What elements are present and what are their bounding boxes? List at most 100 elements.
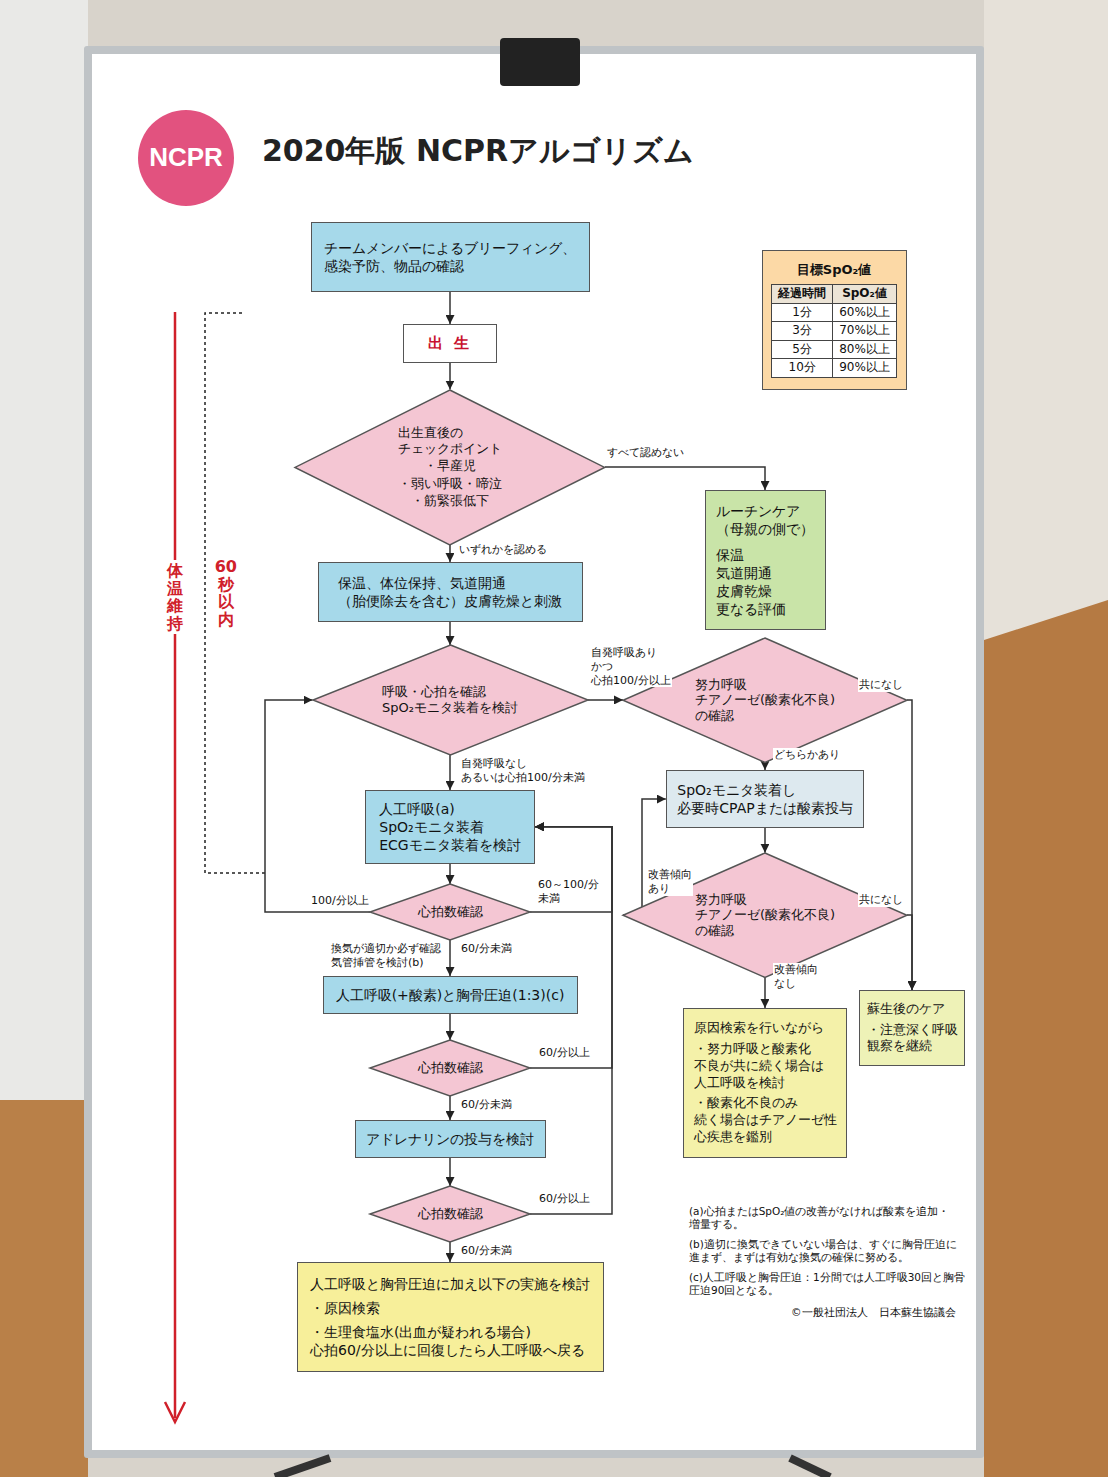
diamond-shape bbox=[623, 853, 907, 977]
table-cell: 80%以上 bbox=[833, 341, 896, 359]
decision-diamond: 出生直後の チェックポイント・早産児・弱い呼吸・啼泣・筋緊張低下 bbox=[295, 390, 605, 545]
floor bbox=[984, 600, 1108, 1477]
table-cell: 60%以上 bbox=[833, 304, 896, 322]
node-content: 人工呼吸(a) SpO₂モニタ装着 ECGモニタ装着を検討 bbox=[379, 800, 520, 855]
table-cell: 1分 bbox=[772, 304, 832, 322]
node-text: ルーチンケア （母親の側で） bbox=[716, 502, 814, 538]
connector bbox=[588, 699, 624, 701]
note-box: 人工呼吸と胸骨圧迫に加え以下の実施を検討・原因検索・生理食塩水(出血が疑われる場… bbox=[297, 1262, 604, 1372]
decision-diamond: 心拍数確認 bbox=[370, 884, 530, 940]
circle-shape bbox=[138, 110, 234, 206]
process-box: チームメンバーによるブリーフィング、 感染予防、物品の確認 bbox=[311, 222, 590, 292]
node-text: 原因検索を行いながら bbox=[694, 1020, 824, 1037]
edge-label: どちらかあり bbox=[773, 748, 841, 762]
node-content: チームメンバーによるブリーフィング、 感染予防、物品の確認 bbox=[324, 239, 576, 275]
edge-label: 共になし bbox=[858, 893, 904, 907]
time-arrow bbox=[174, 312, 177, 1418]
table-cell: 90%以上 bbox=[833, 359, 896, 377]
edge-label: 60/分未満 bbox=[460, 942, 513, 956]
connector bbox=[265, 700, 370, 912]
decision-diamond: 呼吸・心拍を確認 SpO₂モニタ装着を検討 bbox=[313, 645, 588, 755]
vertical-label: 体温維持 bbox=[166, 560, 184, 634]
board bbox=[92, 54, 976, 1450]
time-bracket bbox=[205, 313, 265, 873]
edge-label: いずれかを認める bbox=[458, 543, 548, 557]
connector bbox=[449, 1014, 451, 1040]
process-box: SpO₂モニタ装着し 必要時CPAPまたは酸素投与 bbox=[666, 770, 864, 828]
node-text: 保温、体位保持、気道開通 （胎便除去を含む）皮膚乾燥と刺激 bbox=[338, 574, 562, 610]
decision-diamond: 心拍数確認 bbox=[370, 1186, 530, 1242]
connector bbox=[449, 363, 451, 390]
table-cell: 経過時間 bbox=[772, 285, 832, 303]
edge-label: 共になし bbox=[858, 678, 904, 692]
node-text: ・早産児 bbox=[424, 458, 476, 474]
edge-label: 自発呼吸あり かつ 心拍100/分以上 bbox=[590, 646, 672, 687]
footnote: (b)適切に換気できていない場合は、すぐに胸骨圧迫に 進まず、まずは有効な換気の… bbox=[688, 1238, 958, 1264]
node-content: 心拍数確認 bbox=[418, 1060, 483, 1076]
node-content: 努力呼吸 チアノーゼ(酸素化不良) の確認 bbox=[695, 677, 835, 724]
care-box: 蘇生後のケア・注意深く呼吸 観察を継続 bbox=[859, 990, 965, 1066]
node-text: 人工呼吸と胸骨圧迫に加え以下の実施を検討 bbox=[310, 1275, 590, 1293]
table-cell: 3分 bbox=[772, 322, 832, 340]
node-text: 心拍数確認 bbox=[418, 1060, 483, 1076]
connector bbox=[449, 1242, 451, 1262]
node-text: チームメンバーによるブリーフィング、 感染予防、物品の確認 bbox=[324, 239, 576, 275]
node-content: アドレナリンの投与を検討 bbox=[366, 1130, 534, 1148]
diamond-shape bbox=[370, 1186, 530, 1242]
node-text: ・注意深く呼吸 観察を継続 bbox=[867, 1022, 958, 1056]
edge-label: 自発呼吸なし あるいは心拍100/分未満 bbox=[460, 757, 586, 785]
node-content: 呼吸・心拍を確認 SpO₂モニタ装着を検討 bbox=[382, 684, 518, 715]
node-text: 人工呼吸(a) SpO₂モニタ装着 ECGモニタ装着を検討 bbox=[379, 800, 520, 855]
connector bbox=[449, 1096, 451, 1120]
diamond-shape bbox=[295, 390, 605, 545]
node-text: NCPR bbox=[149, 141, 223, 175]
easel-clamp bbox=[500, 38, 580, 86]
edge-label: 60/分以上 bbox=[538, 1192, 591, 1206]
node-content: 心拍数確認 bbox=[418, 1206, 483, 1222]
node-text: 目標SpO₂値 bbox=[797, 262, 871, 279]
wall bbox=[0, 0, 88, 1477]
connector bbox=[764, 828, 766, 853]
connector bbox=[449, 940, 451, 976]
note-text: 換気が適切か必ず確認 気管挿管を検討(b) bbox=[330, 942, 442, 970]
node-content: 心拍数確認 bbox=[418, 904, 483, 920]
node-text: 呼吸・心拍を確認 SpO₂モニタ装着を検討 bbox=[382, 684, 518, 715]
diamond-shape bbox=[370, 884, 530, 940]
process-box: アドレナリンの投与を検討 bbox=[355, 1120, 546, 1158]
node-content: 目標SpO₂値経過時間SpO₂値1分60%以上3分70%以上5分80%以上10分… bbox=[771, 262, 897, 378]
node-content: 努力呼吸 チアノーゼ(酸素化不良) の確認 bbox=[695, 892, 835, 939]
vertical-label: 60秒以内 bbox=[212, 556, 240, 630]
node-text: 努力呼吸 チアノーゼ(酸素化不良) の確認 bbox=[695, 892, 835, 939]
wall bbox=[984, 0, 1108, 1477]
node-content: 人工呼吸と胸骨圧迫に加え以下の実施を検討・原因検索・生理食塩水(出血が疑われる場… bbox=[310, 1275, 590, 1360]
connector bbox=[605, 467, 765, 490]
diamond-shape bbox=[370, 1040, 530, 1096]
edge-label: 60～100/分 未満 bbox=[537, 878, 600, 906]
process-box: 人工呼吸(+酸素)と胸骨圧迫(1:3)(c) bbox=[323, 976, 578, 1014]
floor bbox=[0, 1100, 88, 1477]
connector bbox=[449, 755, 451, 790]
decision-diamond: 心拍数確認 bbox=[370, 1040, 530, 1096]
node-text: ・原因検索 bbox=[310, 1299, 380, 1317]
node-content: ルーチンケア （母親の側で）保温 気道開通 皮膚乾燥 更なる評価 bbox=[716, 502, 814, 619]
node-text: ・筋緊張低下 bbox=[411, 493, 489, 509]
connector bbox=[623, 799, 666, 915]
title: 2020年版 NCPRアルゴリズム bbox=[262, 133, 694, 169]
easel-leg bbox=[275, 1458, 330, 1477]
node-content: 出 生 bbox=[428, 334, 472, 354]
node-content: 保温、体位保持、気道開通 （胎便除去を含む）皮膚乾燥と刺激 bbox=[338, 574, 562, 610]
edge-label: 改善傾向 あり bbox=[647, 868, 693, 896]
node-text: ・生理食塩水(出血が疑われる場合) 心拍60/分以上に回復したら人工呼吸へ戻る bbox=[310, 1323, 585, 1359]
table-cell: 5分 bbox=[772, 341, 832, 359]
footnote: (c)人工呼吸と胸骨圧迫：1分間では人工呼吸30回と胸骨 圧迫90回となる。 bbox=[688, 1271, 966, 1297]
node-text: 出生直後の チェックポイント bbox=[398, 425, 502, 456]
connector bbox=[449, 1158, 451, 1186]
node-text: アドレナリンの投与を検討 bbox=[366, 1130, 534, 1148]
node-text: 心拍数確認 bbox=[418, 1206, 483, 1222]
connector bbox=[530, 827, 612, 1068]
table-cell: 70%以上 bbox=[833, 322, 896, 340]
connector bbox=[907, 700, 912, 990]
node-text: 人工呼吸(+酸素)と胸骨圧迫(1:3)(c) bbox=[336, 986, 565, 1004]
table: 経過時間SpO₂値1分60%以上3分70%以上5分80%以上10分90%以上 bbox=[771, 284, 897, 378]
